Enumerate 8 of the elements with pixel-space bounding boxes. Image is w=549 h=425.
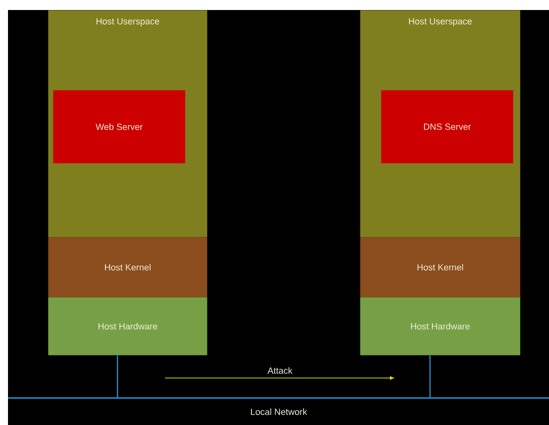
hardware-box: Host Hardware [48, 297, 208, 356]
server-box: Web Server [53, 90, 186, 164]
kernel-box: Host Kernel [48, 237, 208, 298]
kernel-box: Host Kernel [360, 237, 520, 298]
arrow-label: Attack [268, 367, 292, 374]
network-band: Local Network [8, 397, 549, 425]
server-box: DNS Server [381, 90, 514, 164]
hardware-box: Host Hardware [360, 297, 520, 356]
